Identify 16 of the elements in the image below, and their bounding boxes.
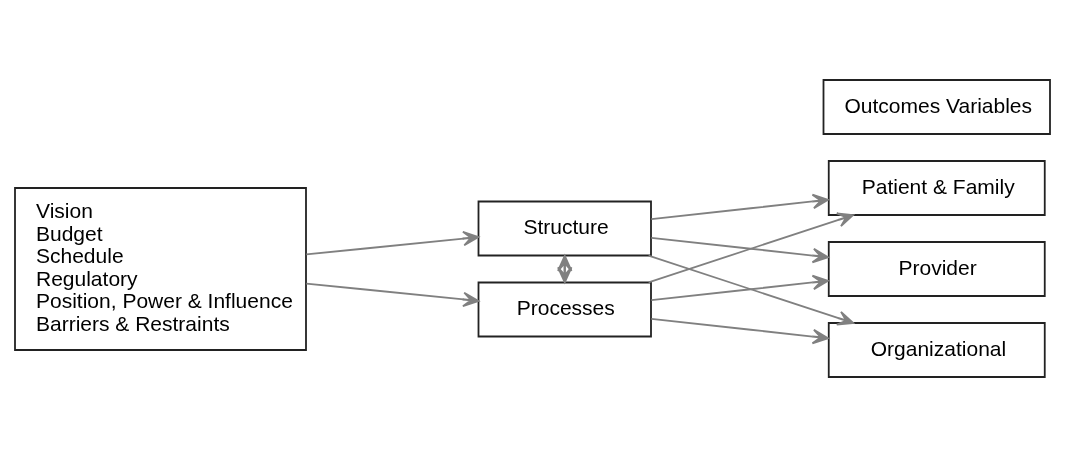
arrow [650,236,829,263]
node-box: Outcomes Variables [822,78,1051,135]
arrow [557,254,573,283]
arrow [650,274,829,301]
node-box: Structure [477,200,652,256]
arrow [305,230,480,255]
arrow [650,193,829,220]
node-box: Patient & Family [827,159,1046,216]
arrow [650,317,829,344]
arrow [305,282,480,307]
node-box: Organizational [827,321,1046,378]
arrow [647,254,855,326]
arrow [647,211,855,283]
node-box: Vision Budget Schedule Regulatory Position, Power & Influence Barriers & Restraints [14,186,307,351]
node-box: Provider [827,240,1046,297]
node-box: Processes [477,281,652,337]
